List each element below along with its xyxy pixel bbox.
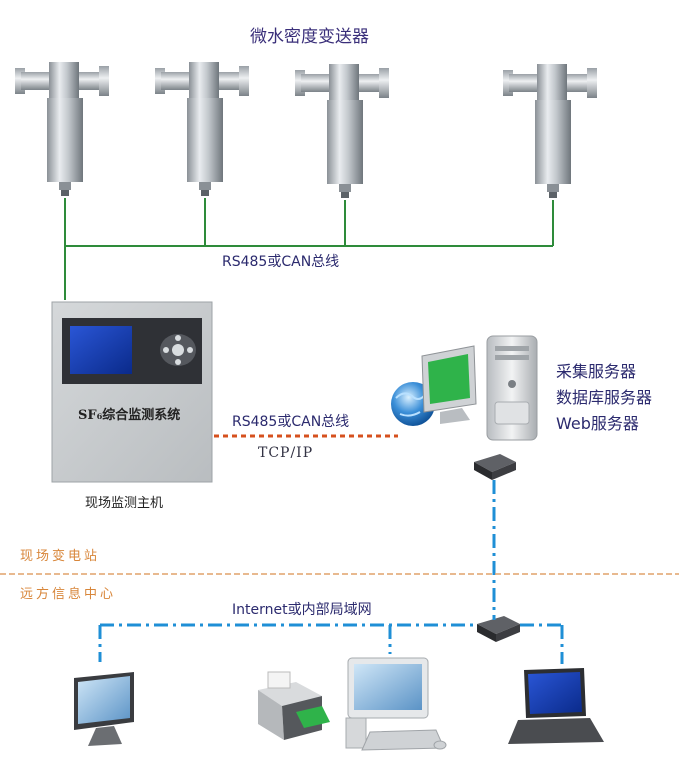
server-role-web: Web服务器 [556,414,639,433]
protocol-label: TCP/IP [258,445,314,461]
transmitter-icon [503,64,597,198]
zone-site-label: 现场变电站 [20,549,101,564]
field-bus-label: RS485或CAN总线 [222,254,340,270]
lcd-monitor-icon [74,672,134,746]
laptop-icon [508,668,604,744]
network-switch-icon [477,616,520,642]
zone-remote-label: 远方信息中心 [20,587,117,602]
diagram-title: 微水密度变送器 [250,27,369,47]
transmitter-icon [15,62,109,196]
desktop-pc-icon [345,657,447,751]
network-lines [98,480,564,664]
field-bus-lines [64,198,554,300]
crt-monitor-icon [421,345,477,424]
serial-link-label: RS485或CAN总线 [232,414,350,430]
network-switch-icon [474,454,516,480]
transmitter-icon [155,62,249,196]
server-tower-icon [486,335,538,441]
transmitter-icon [295,64,389,198]
host-panel-title: SF₆综合监测系统 [78,408,181,423]
host-label: 现场监测主机 [85,496,164,511]
server-role-collection: 采集服务器 [556,362,637,381]
server-role-database: 数据库服务器 [556,388,653,407]
monitor-cabinet-icon [51,301,213,483]
printer-icon [258,671,330,740]
network-label: Internet或内部局域网 [232,602,372,618]
